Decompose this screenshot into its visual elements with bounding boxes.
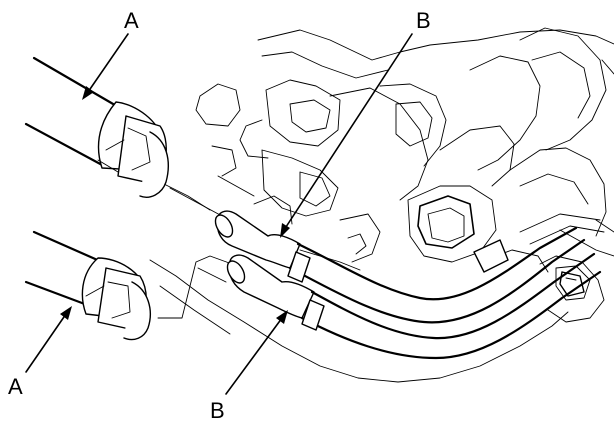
callout-a-top-leader — [82, 33, 129, 100]
pipe-b-upper — [214, 210, 586, 324]
callout-b-bottom-leader — [225, 310, 288, 395]
callout-a-bottom-leader — [25, 306, 72, 373]
hose-a-lower — [24, 230, 151, 341]
callout-b-top-leader — [280, 33, 413, 238]
pipe-b-lower — [226, 252, 602, 360]
alignment-guides — [157, 187, 233, 319]
callout-b-top: B — [416, 8, 431, 33]
callout-a-bottom: A — [8, 374, 23, 399]
callout-a-top: A — [124, 8, 139, 33]
tube-bracket — [473, 213, 605, 273]
callout-b-bottom: B — [210, 398, 225, 423]
hose-a-upper — [24, 56, 169, 198]
